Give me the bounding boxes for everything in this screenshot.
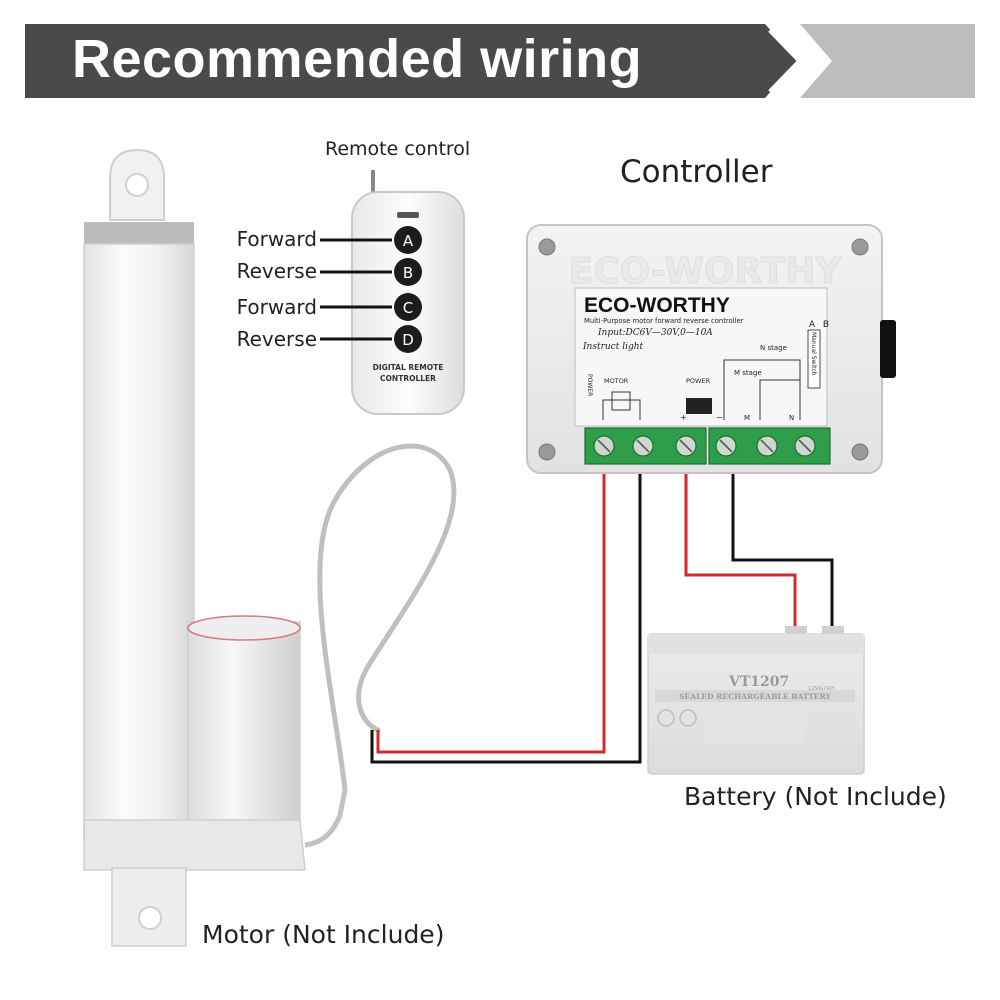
motor-wire-black [370,462,642,764]
controller-m-stage: M stage [734,369,762,377]
screw-br [851,443,869,461]
battery-terminal-neg [822,626,844,636]
manual-switch-box [807,329,821,389]
controller-box: ECO-WORTHY ECO-WORTHY Multi-Purpose moto… [526,224,896,474]
remote-button-letter: B [403,264,413,282]
battery-icon-recycle [679,709,697,727]
remote-title: Remote control [325,138,471,160]
screw-tr [851,238,869,256]
motor-label: Motor (Not Include) [202,920,445,949]
battery-wire-black [731,462,834,630]
terminal-screw-slot [798,439,812,453]
battery-banner: SEALED RECHARGEABLE BATTERY [679,692,831,701]
controller-watermark: ECO-WORTHY [569,251,843,292]
switch-label-b: B [823,320,829,330]
banner-dark-bar [25,24,798,98]
controller-manual-switch: Manual Switch [810,332,817,376]
controller-motor-label: MOTOR [604,377,629,385]
battery-model-sub: 12V&7AH [808,686,834,692]
battery-top-rim [648,634,864,654]
remote-button-1 [394,258,422,286]
remote-label-c: Forward [236,295,317,319]
remote-button-0 [394,226,422,254]
controller-n-stage: N stage [760,344,787,352]
remote-label-d: Reverse [236,327,317,351]
motor-top-cap [187,615,301,641]
remote-led [397,212,419,218]
battery-wire-red [684,462,797,630]
battery: VT1207 12V&7AH SEALED RECHARGEABLE BATTE… [647,626,865,775]
motor-cable-coil [304,789,348,848]
terminal-mark-n: N [789,414,794,422]
battery-fine-print [705,708,805,743]
battery-label: Battery (Not Include) [684,782,947,811]
remote-label-b: Reverse [236,259,317,283]
banner-light-chevron [800,24,975,98]
controller-brand: ECO-WORTHY [584,294,730,317]
battery-body [647,633,865,775]
terminal-screw-slot [760,439,774,453]
motor-housing [187,621,301,823]
battery-terminal-pos [785,626,807,636]
terminal-mark-minus: − [716,413,723,422]
screw-bl [538,443,556,461]
battery-icon-bin [657,709,675,727]
terminal-screw-slot [597,439,611,453]
motor-schematic [602,391,641,420]
remote-button-letter: A [403,232,414,250]
remote-label-a: Forward [236,227,317,251]
controller-instruct: Instruct light [582,342,644,352]
controller-input-spec: Input:DC6V—30V,0—10A [597,328,713,338]
controller-power-label: POWER [686,377,711,385]
rod-eye-hole [125,173,149,197]
gearbox [83,819,306,871]
header-banner [25,24,975,98]
rocker-switch [880,320,896,378]
stage-schematic [723,359,801,420]
remote-button-letter: C [403,299,413,317]
battery-banner-stripe [655,690,855,702]
wires [370,462,834,764]
remote-face-text-2: CONTROLLER [380,374,436,383]
actuator-tube [83,243,195,841]
power-schematic [686,398,712,414]
motor-cable-loop [317,443,457,793]
remote-button-3 [394,325,422,353]
controller-title: Controller [620,154,773,190]
terminal-screw-slot [719,439,733,453]
terminal-mark-plus: + [680,413,687,422]
page-title: Recommended wiring [72,29,643,89]
terminal-mark-m: M [744,414,750,422]
screw-tl [538,238,556,256]
remote-button-2 [394,293,422,321]
switch-label-a: A [809,320,816,330]
controller-power-side: POWER [586,374,593,396]
actuator-collar [84,222,194,244]
remote-button-letter: D [402,331,414,349]
terminal-screw-slot [636,439,650,453]
battery-model: VT1207 [728,674,789,690]
banner-chevron-line [768,28,804,94]
motor-wire-red [376,462,606,754]
remote-face-text-1: DIGITAL REMOTE [373,363,444,372]
actuator-motor [83,148,348,947]
controller-subtitle: Multi-Purpose motor forward reverse cont… [584,317,744,325]
base-mount-hole [138,906,162,930]
terminal-screw-slot [679,439,693,453]
